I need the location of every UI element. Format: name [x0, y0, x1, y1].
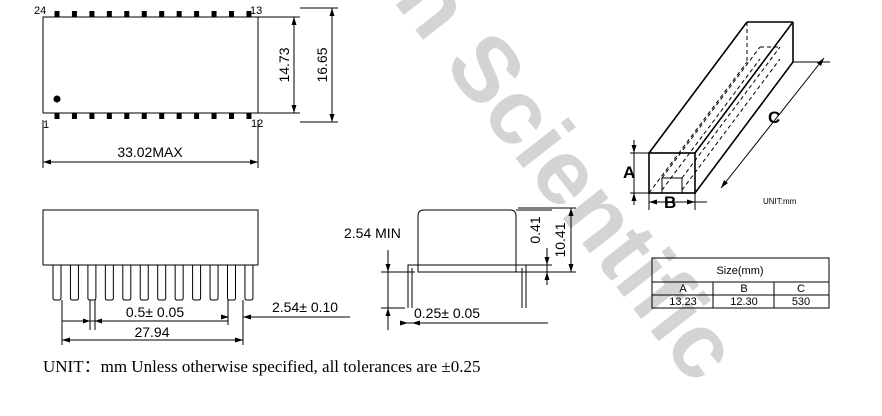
size-table: Size(mm) A B C 13.23 12.30 530	[651, 257, 830, 309]
min-dimension-label: 2.54 MIN	[344, 225, 401, 241]
watermark-text: n Scientific	[376, 0, 759, 399]
bottom-pin	[159, 113, 165, 119]
side-pins	[52, 265, 254, 301]
side-pin	[244, 265, 254, 301]
side-pin	[209, 265, 219, 301]
top-view-body	[42, 16, 259, 114]
top-pin	[54, 11, 60, 17]
footer-note: UNIT：mm Unless otherwise specified, all …	[43, 357, 481, 376]
side-pin	[157, 265, 167, 301]
top-pins-upper	[54, 11, 252, 17]
side-pin	[174, 265, 184, 301]
top-view: 24 13 1 12 33.02MAX 14.73 16.65	[34, 5, 338, 168]
side-pin	[69, 265, 79, 301]
bottom-pin	[246, 113, 252, 119]
bottom-pin	[71, 113, 77, 119]
side-pin	[139, 265, 149, 301]
lead-dimension-label: 0.25± 0.05	[414, 305, 480, 321]
right-lead	[516, 264, 527, 308]
pin1-dot-marker	[53, 95, 61, 103]
top-pin	[194, 11, 200, 17]
pin-12-label: 12	[251, 118, 263, 130]
size-header-a: A	[679, 283, 687, 295]
pin-13-label: 13	[250, 5, 262, 17]
tube-label-a: A	[623, 163, 635, 182]
side-pin	[104, 265, 114, 301]
bottom-pin	[194, 113, 200, 119]
outer-height-label: 16.65	[314, 47, 330, 82]
top-pin	[141, 11, 147, 17]
side-pin	[52, 265, 62, 301]
pin-1-label: 1	[43, 119, 49, 131]
top-pin	[246, 11, 252, 17]
bottom-pin	[176, 113, 182, 119]
side-pin	[227, 265, 236, 301]
side-pin	[122, 265, 132, 301]
size-value-a: 13.23	[669, 296, 697, 308]
size-value-b: 12.30	[730, 296, 758, 308]
tube-label-b: B	[664, 193, 676, 212]
width-dimension-label: 33.02MAX	[117, 144, 183, 160]
top-pin	[159, 11, 165, 17]
top-pin	[106, 11, 112, 17]
bottom-pin	[106, 113, 112, 119]
pitch-label: 2.54± 0.10	[272, 299, 338, 315]
size-value-c: 530	[792, 296, 810, 308]
tube-front-face	[648, 152, 696, 194]
span-label: 27.94	[134, 324, 169, 340]
bottom-pin	[54, 113, 60, 119]
end-view: 2.54 MIN 0.25± 0.05 0.41 10.41	[344, 207, 576, 330]
side-pin	[192, 265, 202, 301]
left-lead	[407, 264, 418, 308]
size-header-b: B	[740, 283, 747, 295]
bottom-pin	[229, 113, 234, 119]
side-view-body	[42, 209, 259, 266]
size-header-c: C	[797, 283, 805, 295]
tube-label-c: C	[768, 108, 780, 127]
top-pin	[229, 11, 234, 17]
bottom-pin	[141, 113, 147, 119]
watermark: n Scientific	[376, 0, 759, 399]
tube-unit-label: UNIT:mm	[763, 197, 797, 206]
side-view: 0.5± 0.05 27.94 2.54± 0.10	[42, 209, 350, 345]
bottom-pin	[89, 113, 95, 119]
tube-drawing: A B C UNIT:mm	[623, 21, 830, 212]
top-pin	[89, 11, 95, 17]
bottom-pin	[124, 113, 130, 119]
pin-width-label: 0.5± 0.05	[126, 304, 184, 320]
end-view-body	[417, 209, 517, 273]
small-dimension-label: 0.41	[527, 216, 543, 243]
top-pin	[211, 11, 217, 17]
top-pin	[176, 11, 182, 17]
pin-24-label: 24	[34, 5, 46, 17]
top-pin	[124, 11, 130, 17]
top-pins-lower	[54, 113, 252, 119]
height-dimension-label: 10.41	[552, 222, 568, 257]
size-table-title: Size(mm)	[716, 265, 763, 277]
top-pin	[71, 11, 77, 17]
side-pin	[87, 265, 97, 301]
inner-height-label: 14.73	[276, 47, 292, 82]
bottom-pin	[211, 113, 217, 119]
